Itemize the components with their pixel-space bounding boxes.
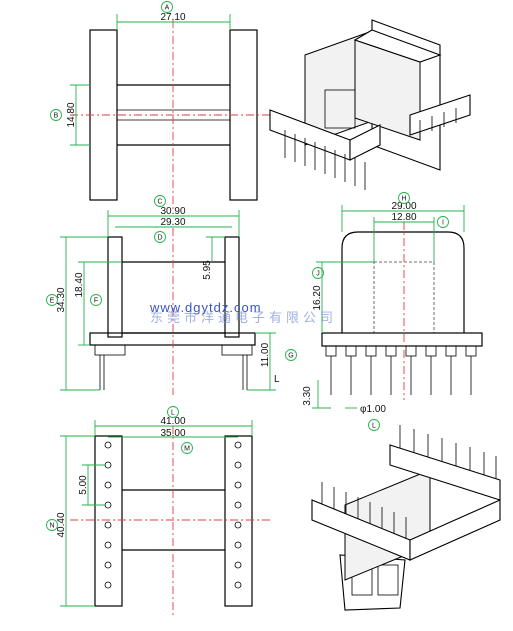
dim-e-value: 5.95 bbox=[202, 260, 213, 280]
watermark-company: 东莞市洋通电子有限公司 bbox=[150, 310, 337, 325]
iso-view-upper bbox=[269, 19, 471, 190]
label-g: G bbox=[288, 353, 293, 360]
dim-c-inner-value: 29.30 bbox=[160, 217, 185, 228]
dim-pin-value: φ1.00 bbox=[360, 404, 386, 415]
label-n: N bbox=[49, 523, 54, 530]
dim-m-value: 5.00 bbox=[78, 475, 89, 495]
dim-l-mark: L bbox=[274, 374, 280, 385]
label-d: D bbox=[157, 235, 162, 242]
dim-n-value: 40.40 bbox=[56, 512, 67, 537]
dim-b-value: 14.80 bbox=[66, 102, 77, 127]
label-b: B bbox=[54, 113, 59, 120]
label-j: J bbox=[316, 271, 320, 278]
label-e: E bbox=[50, 298, 55, 305]
dim-j-outer-value: 29.00 bbox=[391, 201, 416, 212]
side-view: 29.00 12.80 H I 16.20 J 3.30 φ1.00 L bbox=[302, 192, 483, 431]
label-h: H bbox=[401, 196, 406, 203]
iso-view-lower bbox=[311, 425, 501, 611]
label-c: C bbox=[157, 199, 162, 206]
label-l-pin: L bbox=[372, 423, 376, 430]
iso-pins-lower bbox=[321, 425, 497, 539]
dim-f-value: 34.30 bbox=[56, 287, 67, 312]
label-i: I bbox=[442, 220, 444, 227]
dim-h-value: 11.00 bbox=[260, 342, 271, 367]
label-l: L bbox=[171, 410, 175, 417]
label-m: M bbox=[184, 446, 190, 453]
bottom-view: 41.00 35.00 L M 5.00 40.40 N bbox=[46, 406, 270, 615]
iso-pins-upper bbox=[284, 108, 457, 190]
side-pins bbox=[325, 345, 477, 395]
front-view: 30.90 29.30 C D 5.95 34.30 E 18.40 F 11.… bbox=[46, 195, 297, 395]
dim-l-inner-value: 35.00 bbox=[160, 428, 185, 439]
top-view: 27.10 A 14.80 B bbox=[50, 1, 275, 210]
dim-l-outer-value: 41.00 bbox=[160, 416, 185, 427]
dim-k-value: 16.20 bbox=[312, 285, 323, 310]
dim-g-value: 18.40 bbox=[74, 272, 85, 297]
dim-a-value: 27.10 bbox=[160, 12, 185, 23]
dim-i-value: 3.30 bbox=[302, 386, 313, 406]
bottom-pins-right bbox=[234, 441, 242, 589]
label-f: F bbox=[94, 298, 98, 305]
bottom-pins-left bbox=[104, 441, 112, 589]
dim-j-inner-value: 12.80 bbox=[391, 212, 416, 223]
dim-c-outer-value: 30.90 bbox=[160, 206, 185, 217]
label-a: A bbox=[165, 5, 170, 12]
watermark-url: www.dgytdz.com bbox=[149, 300, 262, 315]
